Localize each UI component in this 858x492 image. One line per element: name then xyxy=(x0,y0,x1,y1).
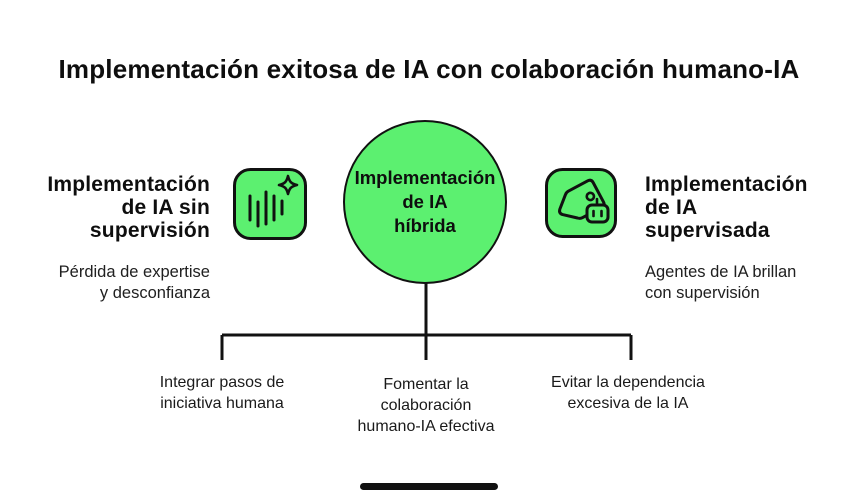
left-subtitle-line: Pérdida de expertise xyxy=(58,263,210,281)
bottom-item-1-line: iniciativa humana xyxy=(160,395,284,412)
bottom-item-1: Integrar pasos de iniciativa humana xyxy=(112,372,332,414)
bottom-item-2-line: colaboración xyxy=(380,397,472,414)
left-heading: Implementación de IA sin supervisión xyxy=(0,173,210,242)
right-heading: Implementación de IA supervisada xyxy=(645,173,858,242)
bottom-item-3-line: excesiva de la IA xyxy=(567,395,689,412)
page-title: Implementación exitosa de IA con colabor… xyxy=(58,54,800,84)
left-subtitle-line: y desconfianza xyxy=(99,284,210,302)
right-heading-line: de IA xyxy=(645,196,698,219)
bottom-item-2-line: Fomentar la xyxy=(383,376,469,393)
center-node-line: híbrida xyxy=(394,215,456,236)
bottom-item-3-line: Evitar la dependencia xyxy=(551,374,705,391)
home-indicator-bar xyxy=(360,483,498,490)
tag-robot-icon xyxy=(545,168,617,238)
right-subtitle: Agentes de IA brillan con supervisión xyxy=(645,262,858,304)
bottom-item-2-line: humano-IA efectiva xyxy=(357,418,495,435)
right-heading-line: supervisada xyxy=(645,219,770,242)
bottom-item-3: Evitar la dependencia excesiva de la IA xyxy=(518,372,738,414)
left-heading-line: Implementación xyxy=(47,173,210,196)
center-node: Implementación de IA híbrida xyxy=(343,120,507,284)
left-heading-line: de IA sin xyxy=(121,196,210,219)
bottom-item-2: Fomentar la colaboración humano-IA efect… xyxy=(316,374,536,437)
right-subtitle-line: con supervisión xyxy=(645,284,760,302)
right-subtitle-line: Agentes de IA brillan xyxy=(645,263,797,281)
left-subtitle: Pérdida de expertise y desconfianza xyxy=(0,262,210,304)
left-heading-line: supervisión xyxy=(89,219,210,242)
center-node-line: Implementación xyxy=(354,167,496,188)
right-heading-line: Implementación xyxy=(645,173,808,196)
soundwave-sparkle-icon xyxy=(233,168,307,240)
center-node-line: de IA xyxy=(402,191,448,212)
bottom-item-1-line: Integrar pasos de xyxy=(159,374,285,391)
